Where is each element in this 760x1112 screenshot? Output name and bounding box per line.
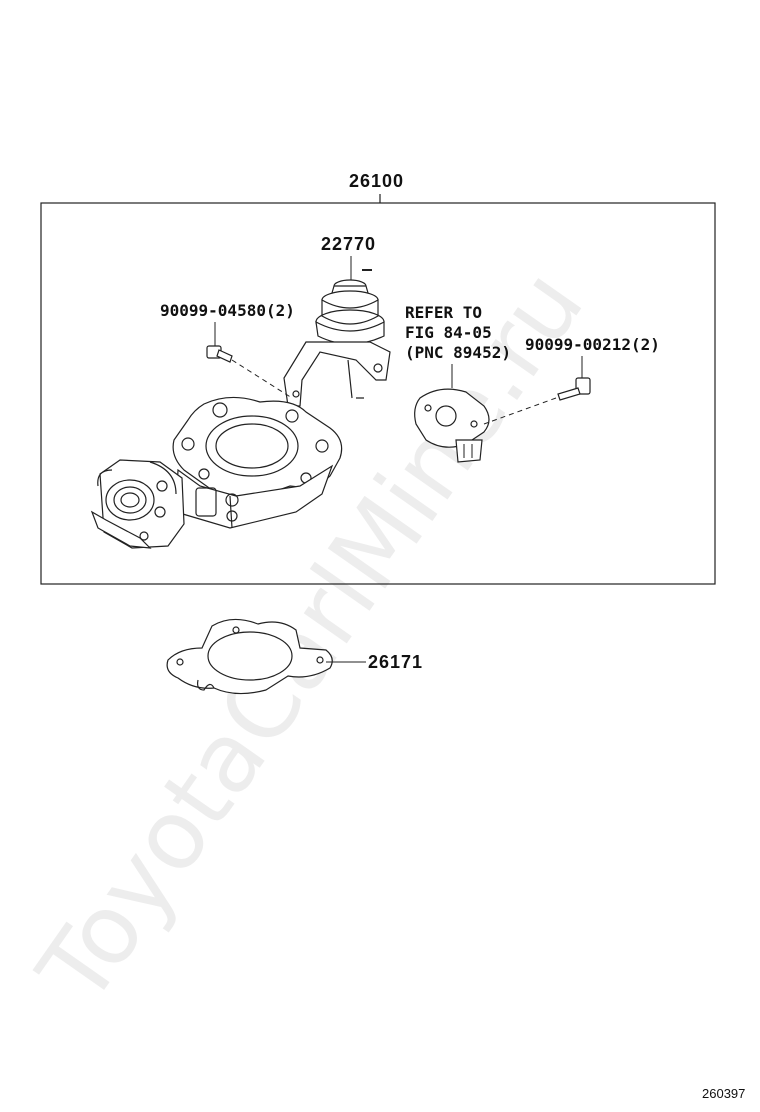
refer-note-line3: (PNC 89452) (405, 343, 511, 362)
refer-note-line2: FIG 84-05 (405, 323, 492, 342)
callout-22770: 22770 (321, 234, 376, 254)
callout-90099-00212: 90099-00212(2) (525, 335, 660, 354)
refer-note-line1: REFER TO (405, 303, 482, 322)
screw-right-drawing (483, 377, 591, 425)
callout-26100: 26100 (349, 171, 404, 191)
throttle-body-drawing (90, 396, 343, 549)
figure-id: 260397 (702, 1086, 745, 1101)
throttle-sensor-drawing (414, 388, 490, 463)
gasket-drawing (166, 618, 333, 695)
callout-90099-04580: 90099-04580(2) (160, 301, 295, 320)
vacuum-actuator-drawing (283, 269, 391, 407)
assembly-frame (40, 202, 716, 585)
callout-26171: 26171 (368, 652, 423, 672)
bolt-left-drawing (206, 345, 293, 399)
